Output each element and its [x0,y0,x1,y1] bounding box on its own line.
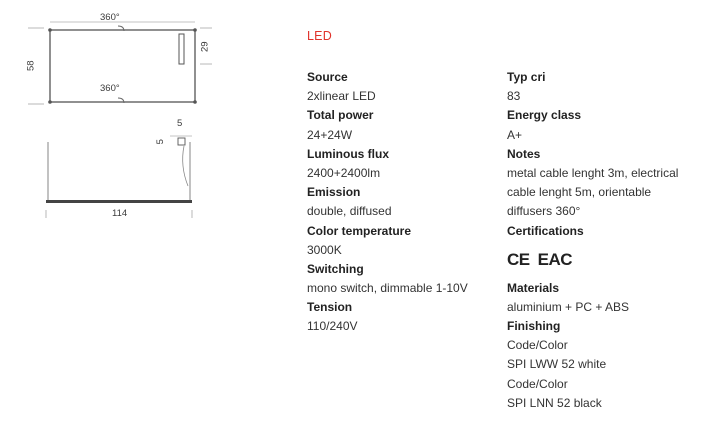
certification-marks: CE EAC [507,241,707,279]
top-view-frame [49,29,196,103]
spec-total-power: Total power 24+24W [307,106,507,144]
spec-energy-class: Energy class A+ [507,106,707,144]
spec-label: Certifications [507,223,584,238]
spec-source: Source 2xlinear LED [307,68,507,106]
spec-value: 24+24W [307,127,353,142]
finishing-item: SPI LNN 52 black [507,395,602,410]
spec-emission: Emission double, diffused [307,183,507,221]
section-title: LED [307,29,332,43]
height-dimension-right: 29 [199,41,211,53]
finishing-item: SPI LWW 52 white [507,357,607,372]
height-dimension-left: 58 [25,60,37,72]
spec-label: Emission [307,185,361,200]
spec-value: metal cable lenght 3m, electrical cable … [507,165,679,219]
finishing-item: Code/Color [507,338,568,353]
eac-mark-icon: EAC [537,249,573,269]
specs-right-column: Typ cri 83 Energy class A+ Notes metal c… [507,68,707,413]
electrical-cable [182,145,189,187]
spec-value: double, diffused [307,204,392,219]
spec-label: Switching [307,261,364,276]
specs-left-column: Source 2xlinear LED Total power 24+24W L… [307,68,507,337]
width-dimension: 114 [112,208,128,219]
spec-label: Finishing [507,319,561,334]
spec-materials: Materials aluminium + PC + ABS [507,279,707,317]
spec-finishing: Finishing Code/Color SPI LWW 52 white Co… [507,317,707,413]
side-view-body [46,200,192,203]
spec-label: Typ cri [507,70,546,84]
drawing-lines [28,21,212,218]
bottom-rotation-label: 360° [100,83,120,94]
spec-luminous-flux: Luminous flux 2400+2400lm [307,145,507,183]
canopy-detail [177,137,186,146]
spec-typ-cri: Typ cri 83 [507,68,707,106]
finishing-item: Code/Color [507,376,568,391]
spec-label: Tension [307,300,353,315]
spec-tension: Tension 110/240V [307,298,507,336]
spec-label: Total power [307,108,374,123]
spec-notes: Notes metal cable lenght 3m, electrical … [507,145,707,222]
spec-label: Color temperature [307,223,412,238]
canopy-top-dimension: 5 [177,118,183,129]
spec-value: 83 [507,89,521,104]
technical-drawing: 360° 360° 58 29 114 5 5 [0,0,240,425]
spec-label: Materials [507,280,560,295]
spec-label: Source [307,70,348,84]
spec-value: 3000K [307,242,342,257]
diffuser-element [178,33,185,65]
spec-certifications: Certifications CE EAC [507,222,707,279]
ce-mark-icon: CE [507,249,530,269]
top-rotation-label: 360° [100,12,120,23]
spec-color-temperature: Color temperature 3000K [307,222,507,260]
spec-value: aluminium + PC + ABS [507,299,630,314]
spec-label: Energy class [507,108,582,123]
spec-switching: Switching mono switch, dimmable 1-10V [307,260,507,298]
spec-label: Notes [507,146,541,161]
canopy-side-dimension: 5 [154,139,166,145]
spec-value: 2400+2400lm [307,165,381,180]
spec-value: A+ [507,127,523,142]
spec-value: 2xlinear LED [307,89,376,104]
spec-value: 110/240V [307,319,358,334]
spec-label: Luminous flux [307,146,389,161]
spec-value: mono switch, dimmable 1-10V [307,281,468,296]
